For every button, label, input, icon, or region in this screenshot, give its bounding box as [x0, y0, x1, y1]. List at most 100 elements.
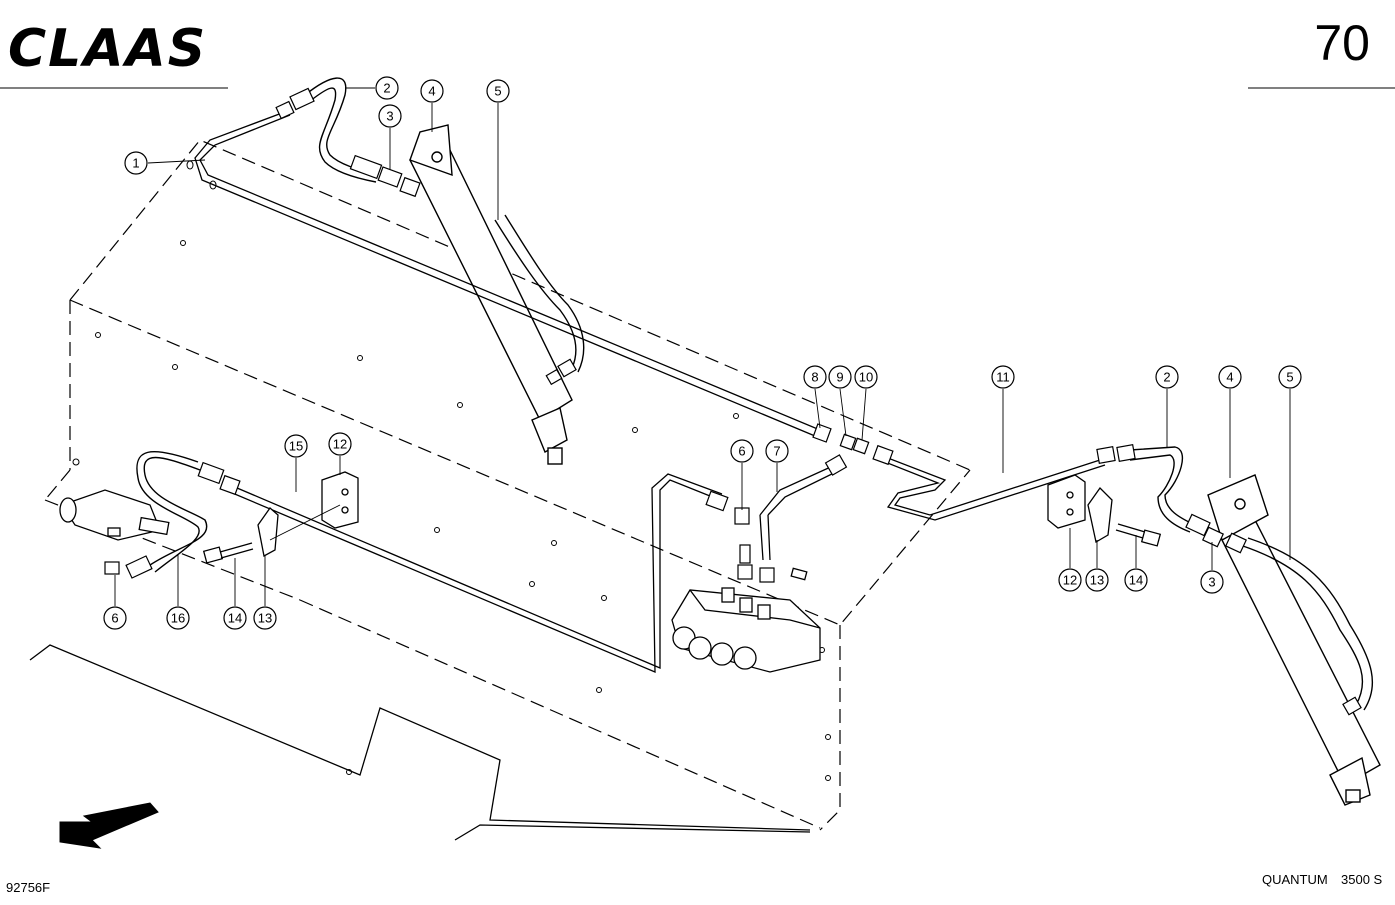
- callout-13-right: 13: [1085, 568, 1109, 592]
- svg-text:14: 14: [1129, 573, 1143, 588]
- callouts: 1 2 3 4 5 8 9 10 11 2 4 5 6 7 15 12 6 16…: [103, 76, 1302, 630]
- hose-2-right: [1129, 446, 1196, 526]
- svg-text:7: 7: [773, 444, 780, 459]
- callout-5-right: 5: [1278, 365, 1302, 389]
- svg-text:16: 16: [171, 611, 185, 626]
- fitting-1: [289, 87, 315, 111]
- callout-2-right: 2: [1155, 365, 1179, 389]
- fitting-20: [705, 490, 729, 512]
- clamp-block-12-left: [321, 471, 359, 529]
- pipe-11: [879, 454, 1101, 516]
- valve-spool-2: [688, 636, 712, 660]
- bolt-14-left: [202, 542, 254, 564]
- hoses: [136, 77, 1196, 573]
- bracket-13-left: [257, 507, 279, 557]
- fitting-22: [824, 454, 848, 476]
- pipe-clamps: [202, 471, 1162, 564]
- fitting-3: [349, 154, 383, 180]
- fitting-13: [1116, 444, 1136, 462]
- arrow-left-down-icon: [59, 802, 159, 849]
- fitting-11: [872, 444, 894, 466]
- fitting-2: [275, 100, 295, 120]
- svg-text:5: 5: [494, 84, 501, 99]
- callout-4-left: 4: [420, 79, 444, 103]
- callout-3-left: 3: [378, 104, 402, 128]
- fitting-21: [734, 507, 750, 525]
- fitting-25: [759, 567, 775, 583]
- hose-2-right-outer: [1129, 454, 1191, 533]
- fitting-17: [1342, 696, 1362, 716]
- svg-text:4: 4: [428, 84, 435, 99]
- svg-text:5: 5: [1286, 370, 1293, 385]
- body-left-drop: [44, 469, 71, 501]
- fitting-15: [1201, 526, 1225, 548]
- hose-2-left: [304, 77, 379, 176]
- actuator-port: [107, 527, 121, 537]
- cylinder-right-body: [1221, 519, 1381, 786]
- hydraulic-cylinder-left: [409, 124, 585, 465]
- pipe-15-outer: [229, 473, 723, 673]
- valve-small-part: [790, 567, 808, 581]
- pipe-7: [759, 464, 841, 561]
- svg-text:14: 14: [228, 611, 242, 626]
- svg-text:3: 3: [1208, 575, 1215, 590]
- svg-text:1: 1: [132, 156, 139, 171]
- fitting-12: [1096, 446, 1116, 464]
- fitting-5: [399, 176, 421, 198]
- fitting-4: [377, 166, 403, 188]
- fitting-14: [1185, 513, 1211, 537]
- callout-6-lower: 6: [103, 606, 127, 630]
- cylinder-left-eye-mount: [409, 124, 453, 177]
- base-panel-lower: [454, 824, 811, 841]
- valve-spool-4: [733, 646, 757, 670]
- bracket-13-right: [1087, 486, 1113, 544]
- svg-text:4: 4: [1226, 370, 1233, 385]
- control-valve-block: [671, 567, 821, 673]
- callout-9: 9: [828, 365, 852, 389]
- fitting-19: [219, 474, 241, 496]
- callout-16: 16: [166, 606, 190, 630]
- fitting-16: [1224, 532, 1248, 554]
- valve-spool-3: [710, 642, 734, 666]
- valve-port-1: [721, 587, 735, 603]
- hydraulic-cylinder-right: [1207, 474, 1381, 806]
- page-number: 70: [1314, 15, 1370, 71]
- pipe-fittings: [104, 87, 1362, 716]
- body-right-drop: [819, 625, 841, 831]
- fitting-24: [737, 564, 753, 580]
- machine-body-outline: [44, 139, 971, 831]
- callout-1: 1: [124, 151, 148, 175]
- bolt-14-right: [1115, 523, 1162, 547]
- svg-text:9: 9: [836, 370, 843, 385]
- valve-block-top-edge: [689, 589, 821, 629]
- callout-4-right: 4: [1218, 365, 1242, 389]
- svg-text:2: 2: [383, 81, 390, 96]
- valve-port-3: [757, 604, 771, 620]
- cylinder-right-rod-end: [1345, 789, 1361, 803]
- callout-12-right: 12: [1058, 568, 1082, 592]
- callout-leaders: [114, 87, 1291, 606]
- pipe-15: [229, 479, 721, 669]
- callout-11: 11: [991, 365, 1015, 389]
- callout-14-right: 14: [1124, 568, 1148, 592]
- clamp-block-12-right: [1047, 474, 1086, 529]
- fitting-10: [852, 437, 870, 455]
- callout-7: 7: [765, 439, 789, 463]
- cylinder-right-tube: [1239, 544, 1364, 706]
- callout-12-left: 12: [328, 432, 352, 456]
- hose-16: [143, 456, 208, 566]
- fitting-23: [739, 544, 751, 564]
- fitting-9: [839, 433, 857, 451]
- brand-logo: CLAAS: [8, 19, 207, 79]
- cylinder-right-pin-hole: [1234, 498, 1246, 510]
- svg-text:2: 2: [1163, 370, 1170, 385]
- callout-2-left: 2: [375, 76, 399, 100]
- actuator-end-cap: [59, 497, 77, 523]
- callout-5-left: 5: [486, 79, 510, 103]
- body-top-edge: [69, 139, 971, 471]
- hydraulic-lines: [194, 109, 1106, 673]
- cylinder-left-gland: [531, 407, 568, 453]
- svg-text:12: 12: [333, 437, 347, 452]
- svg-text:13: 13: [258, 611, 272, 626]
